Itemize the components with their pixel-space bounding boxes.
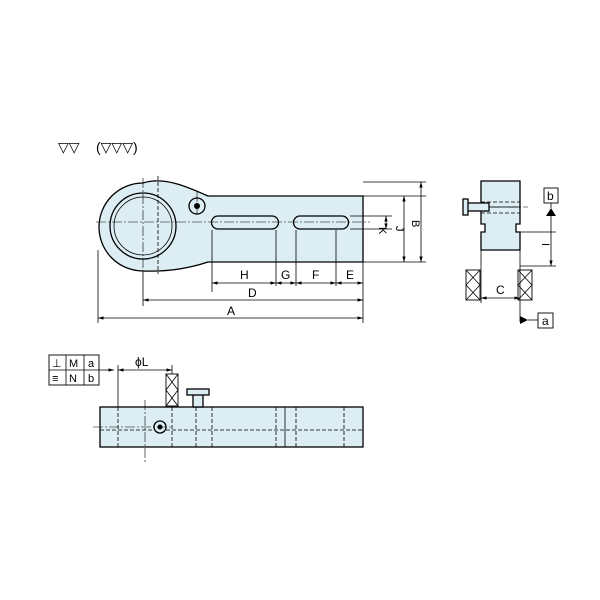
tol-row1-value: M xyxy=(69,358,78,370)
end-view-body xyxy=(480,180,521,251)
end-view-hatch-left xyxy=(465,269,481,301)
dim-H: H xyxy=(240,268,249,282)
dim-C: C xyxy=(496,283,505,297)
dim-D: D xyxy=(248,286,257,300)
dim-E: E xyxy=(346,268,354,282)
dim-A: A xyxy=(227,304,235,318)
end-view-hatch-right xyxy=(517,269,533,301)
slot-left xyxy=(210,215,280,230)
finish-main: ▽▽ xyxy=(58,139,80,155)
dim-B: B xyxy=(409,220,421,227)
front-hatch xyxy=(165,373,179,407)
front-view: ϕL xyxy=(93,355,364,462)
tol-row1-symbol: ⊥ xyxy=(52,358,62,370)
dim-K: K xyxy=(376,227,388,235)
tol-row2-symbol: ≡ xyxy=(52,373,58,385)
dim-I: I xyxy=(539,243,551,246)
tol-row1-datum: a xyxy=(88,358,95,370)
tolerance-frame: ⊥ M a ≡ N b xyxy=(48,354,114,386)
datum-a-box xyxy=(537,312,554,329)
slot-right xyxy=(292,215,350,230)
front-screw-head xyxy=(186,388,210,396)
end-view: C I b a xyxy=(462,180,559,329)
surface-finish-symbol: ▽▽ (▽▽▽) xyxy=(58,139,138,155)
datum-b-box xyxy=(543,187,559,204)
finish-paren: (▽▽▽) xyxy=(96,139,138,155)
front-view-body xyxy=(99,406,364,448)
tol-row2-datum: b xyxy=(88,373,94,385)
top-view xyxy=(96,176,370,275)
dim-F: F xyxy=(312,268,319,282)
dim-L: ϕL xyxy=(135,355,149,369)
end-view-screw-head xyxy=(462,198,469,216)
dim-G: G xyxy=(281,268,290,282)
top-dimensions: H G F E D A K J B xyxy=(97,181,426,323)
datum-a-label: a xyxy=(542,314,549,328)
end-view-screw xyxy=(466,202,490,212)
dim-J: J xyxy=(393,226,405,232)
tol-row2-value: N xyxy=(69,373,77,385)
datum-b-label: b xyxy=(547,189,554,203)
